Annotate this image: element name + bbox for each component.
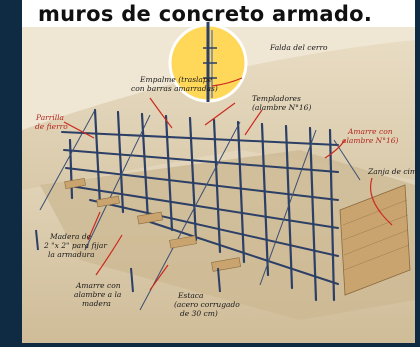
label-empalme-line1: Empalme (traslape xyxy=(140,75,213,84)
wood-supports xyxy=(64,177,242,272)
label-templadores-line1: Templadores xyxy=(252,94,301,103)
label-amarre-madera-line1: Amarre con xyxy=(76,281,121,290)
label-parrilla-line1: Parrilla xyxy=(36,113,65,122)
label-amarre-madera-line3: madera xyxy=(82,299,111,308)
title-strip xyxy=(22,0,415,27)
label-zanja: Zanja de cim xyxy=(368,167,418,176)
label-amarre-alambre-line1: Amarre con xyxy=(348,127,393,136)
label-estaca-line2: (acero corrugado xyxy=(174,300,240,309)
vertical-rebars xyxy=(68,108,336,302)
label-empalme-line2: con barras amarradas) xyxy=(131,84,218,93)
label-amarre-madera-line2: alambre a la xyxy=(74,290,122,299)
stakes xyxy=(35,229,221,293)
label-estaca-line1: Estaca xyxy=(178,291,204,300)
label-estaca-line3: de 30 cm) xyxy=(180,309,218,318)
label-falda-del-cerro: Falda del cerro xyxy=(270,43,328,52)
trench-wood-wall xyxy=(339,184,411,296)
label-templadores-line2: (alambre N°16) xyxy=(252,103,312,112)
leader-lines xyxy=(63,77,393,291)
label-madera-line1: Madera de xyxy=(50,232,92,241)
label-madera-line3: la armadura xyxy=(48,250,95,259)
label-amarre-alambre-line2: alambre N°16) xyxy=(342,136,399,145)
label-parrilla-line2: de fierro xyxy=(35,122,68,131)
tie-wires xyxy=(39,109,361,311)
diagram-title: muros de concreto armado. xyxy=(38,2,373,26)
label-madera-line2: 2 "x 2" para fijar xyxy=(44,241,107,250)
